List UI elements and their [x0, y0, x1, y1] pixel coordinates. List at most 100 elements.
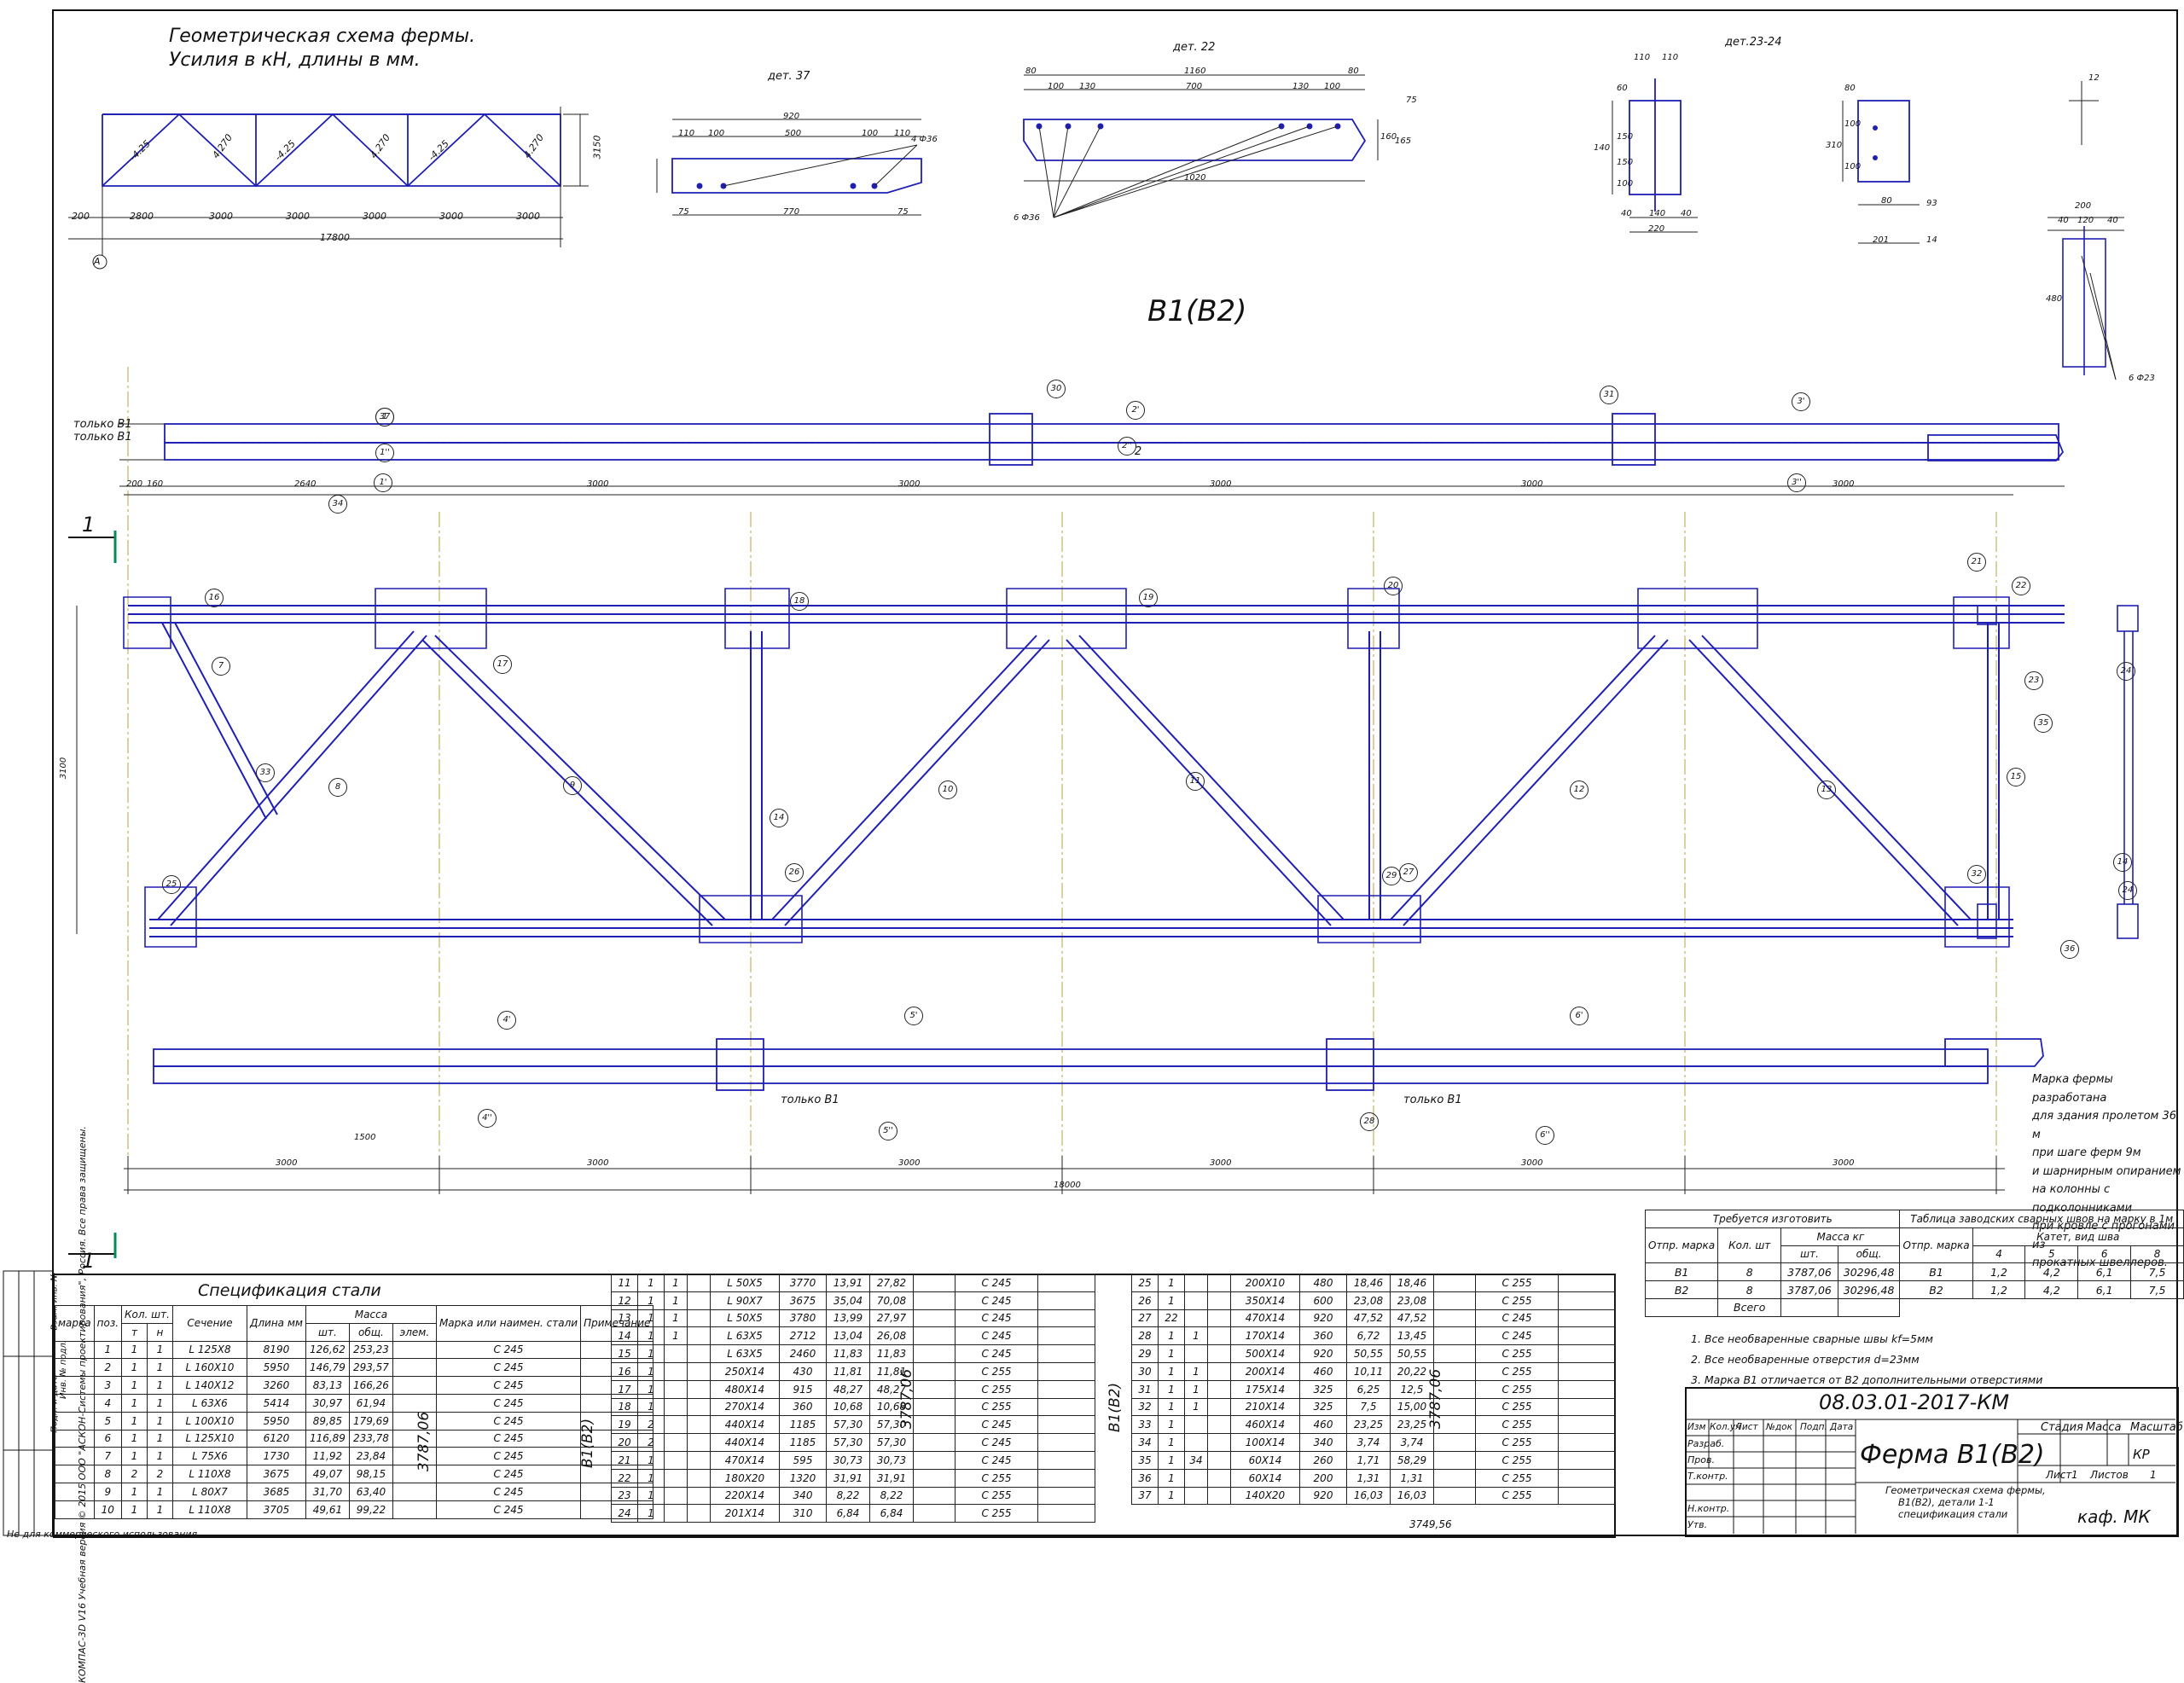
side-note-line: для здания пролетом 36 м [2032, 1110, 2177, 1141]
spec-cell: С 255 [1475, 1274, 1559, 1292]
spec-cell [913, 1326, 956, 1346]
spec-cell: 36 [1131, 1468, 1159, 1488]
spec-cell: 15 [611, 1344, 638, 1363]
spec-cell: 6,25 [1346, 1379, 1391, 1399]
spec-cell: 253,23 [348, 1340, 393, 1360]
top-chord-plan [164, 413, 2065, 466]
spec-cell [1558, 1450, 1616, 1470]
spec-cell: 2 [146, 1465, 173, 1483]
spec-cell: С 245 [1475, 1326, 1559, 1346]
member-tag: 11 [1186, 772, 1205, 791]
make-title-right: Таблица заводских сварных швов на марку … [1899, 1210, 2184, 1228]
spec-cell [1037, 1309, 1095, 1328]
note-3: 3. Марка В1 отличается от В2 дополнитель… [1691, 1373, 2043, 1386]
spec-cell: L 63Х6 [171, 1393, 247, 1413]
det22-dim-8: 1020 [1184, 173, 1206, 183]
spec-cell: 180Х20 [710, 1468, 780, 1488]
make-cell: 7,5 [2130, 1280, 2184, 1299]
member-tag: 32 [1967, 865, 1986, 884]
spec-cell [664, 1450, 688, 1470]
top-span-7: 3000 [1833, 479, 1855, 489]
spec-cell: С 255 [955, 1397, 1038, 1417]
spec-cell: 30,73 [869, 1450, 914, 1470]
make-total-label: Всего [1717, 1297, 1782, 1317]
det22-dim-10: 160 [1380, 132, 1397, 142]
spec-cell: 5950 [246, 1358, 306, 1378]
spec-cell: 470Х14 [710, 1450, 780, 1470]
spec-cell: L 110Х8 [171, 1465, 247, 1483]
spec-cell: 1 [1158, 1450, 1185, 1470]
spec-cell [687, 1486, 711, 1506]
member-tag: 4'' [478, 1109, 497, 1128]
spec-cell [1558, 1379, 1616, 1399]
scheme-dim-2: 3000 [209, 211, 233, 222]
spec-cell: L 140Х12 [171, 1376, 247, 1395]
spec-cell: 12,5 [1390, 1379, 1434, 1399]
spec-cell: 1 [121, 1358, 148, 1378]
spec-cell: 1 [1158, 1326, 1185, 1346]
member-tag: 6'' [1536, 1126, 1554, 1145]
drawing-name: Ферма В1(В2) [1860, 1440, 2045, 1470]
det22-dim-2: 80 [1348, 67, 1359, 76]
spec-cell: 500Х14 [1230, 1344, 1300, 1363]
spec-h-length: Длина мм [246, 1305, 306, 1342]
side-note-line: Марка фермы разработана [2032, 1073, 2113, 1105]
spec-cell: 5414 [246, 1393, 306, 1413]
spec-cell [913, 1344, 956, 1363]
spec-cell [1558, 1274, 1616, 1292]
det37-dim-8: 75 [897, 207, 909, 217]
spec-cell: 60Х14 [1230, 1450, 1300, 1470]
spec-cell: 1 [146, 1500, 173, 1519]
spec-cell [1184, 1274, 1208, 1292]
spec-cell [664, 1433, 688, 1452]
spec-cell [687, 1361, 711, 1381]
spec-cell: 31,91 [826, 1468, 870, 1488]
only-b1-label-d: только В1 [1403, 1094, 1462, 1106]
spec-cell: 6,84 [869, 1504, 914, 1523]
spec-cell: 60Х14 [1230, 1468, 1300, 1488]
member-tag: 34 [328, 495, 347, 514]
spec-cell: С 245 [955, 1344, 1038, 1363]
spec-cell: 1 [121, 1411, 148, 1431]
spec-cell [1207, 1433, 1231, 1452]
spec-cell [55, 1411, 95, 1431]
spec-cell: 98,15 [348, 1465, 393, 1483]
spec-cell [913, 1397, 956, 1417]
spec-cell: 8 [93, 1465, 123, 1483]
spec-cell: С 255 [1475, 1415, 1559, 1435]
spec-cell [1207, 1361, 1231, 1381]
member-tag: 15 [2007, 768, 2025, 786]
spec-cell: С 255 [955, 1486, 1038, 1506]
spec-cell: 166,26 [348, 1376, 393, 1395]
side-note-line: и шарнирным опиранием [2032, 1164, 2181, 1178]
spec-cell [1037, 1344, 1095, 1363]
spec-cell: С 255 [1475, 1450, 1559, 1470]
member-tag: 28 [1360, 1112, 1379, 1131]
spec-cell: 24 [611, 1504, 638, 1523]
spec-cell: 11,92 [305, 1447, 350, 1466]
member-tag: 24 [2117, 662, 2135, 681]
member-tag: 29 [1382, 867, 1401, 885]
desc-2: В1(В2), детали 1-1 [1898, 1496, 1995, 1508]
scheme-dim-5: 3000 [439, 211, 463, 222]
det22-dim-7: 100 [1324, 82, 1341, 91]
spec-cell: 1 [637, 1291, 665, 1310]
spec-cell: С 245 [955, 1309, 1038, 1328]
spec-cell [1037, 1379, 1095, 1399]
tkontr: Т.контр. [1687, 1471, 1728, 1482]
make-cell: 1,2 [1972, 1262, 2026, 1282]
spec-cell: 5950 [246, 1411, 306, 1431]
spec-cell: 47,52 [1390, 1309, 1434, 1328]
spec-cell: 1 [121, 1447, 148, 1466]
